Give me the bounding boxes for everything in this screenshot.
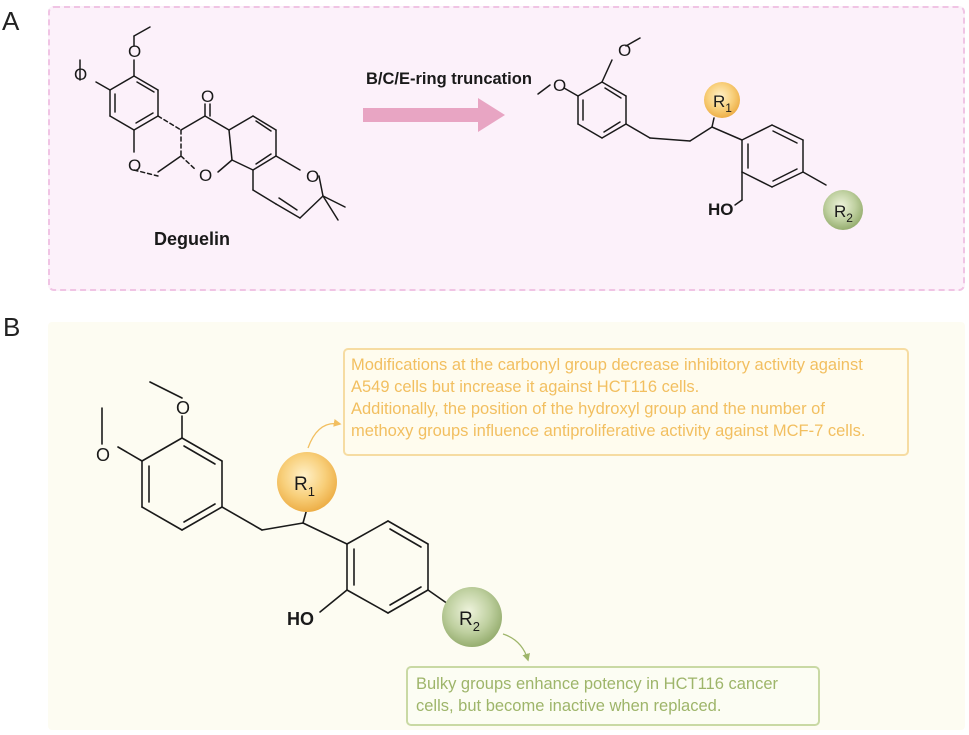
deguelin-oxygen-3: O [128, 156, 141, 175]
panel-b-label: B [3, 312, 21, 342]
product-structure-b [101, 381, 449, 614]
deguelin-oxygen-5: O [306, 167, 319, 186]
product-a-r1-label: R1 [713, 92, 732, 115]
product-structure-a [537, 37, 827, 206]
deguelin-carbonyl-oxygen: O [201, 87, 214, 106]
reaction-label: B/C/E-ring truncation [366, 70, 532, 88]
product-b-hydroxyl: HO [287, 609, 314, 629]
deguelin-oxygen-4: O [199, 166, 212, 185]
reaction-arrow [363, 98, 505, 132]
r2-note-line-1: Bulky groups enhance potency in HCT116 c… [416, 675, 778, 693]
product-a-r2-circle [823, 190, 863, 230]
product-b-r1-label: R1 [294, 474, 315, 499]
r2-callout-arrow [502, 633, 530, 662]
product-b-oxygen-2: O [96, 445, 110, 465]
panel-a-label: A [2, 6, 20, 36]
product-b-atom-labels: O O HO [96, 398, 314, 629]
r2-annotation-box: Bulky groups enhance potency in HCT116 c… [406, 666, 820, 726]
r1-note-line-1: Modifications at the carbonyl group decr… [351, 356, 863, 374]
r1-note-line-3: Additionally, the position of the hydrox… [351, 400, 825, 418]
product-a-oxygen-1: O [618, 41, 631, 60]
deguelin-structure [79, 26, 346, 221]
deguelin-name: Deguelin [154, 229, 230, 249]
r1-annotation-box: Modifications at the carbonyl group decr… [343, 348, 909, 456]
deguelin-atom-labels: O O O O O O [74, 42, 319, 186]
product-b-r1-circle [277, 452, 337, 512]
product-b-r2-circle [442, 587, 502, 647]
product-a-r1-circle [704, 82, 740, 118]
r1-note-line-2: A549 cells but increase it against HCT11… [351, 378, 700, 396]
product-a-oxygen-2: O [553, 76, 566, 95]
r1-callout-arrow [307, 419, 342, 449]
deguelin-oxygen-1: O [128, 42, 141, 61]
r2-note-line-2: cells, but become inactive when replaced… [416, 697, 722, 715]
product-a-hydroxyl: HO [708, 200, 734, 219]
deguelin-oxygen-2: O [74, 65, 87, 84]
product-a-r2-label: R2 [834, 202, 853, 225]
product-b-r2-label: R2 [459, 609, 480, 634]
product-b-oxygen-1: O [176, 398, 190, 418]
r1-note-line-4: methoxy groups influence antiproliferati… [351, 422, 866, 440]
panel-a-background [48, 6, 965, 291]
product-a-atom-labels: O O HO [553, 41, 734, 219]
